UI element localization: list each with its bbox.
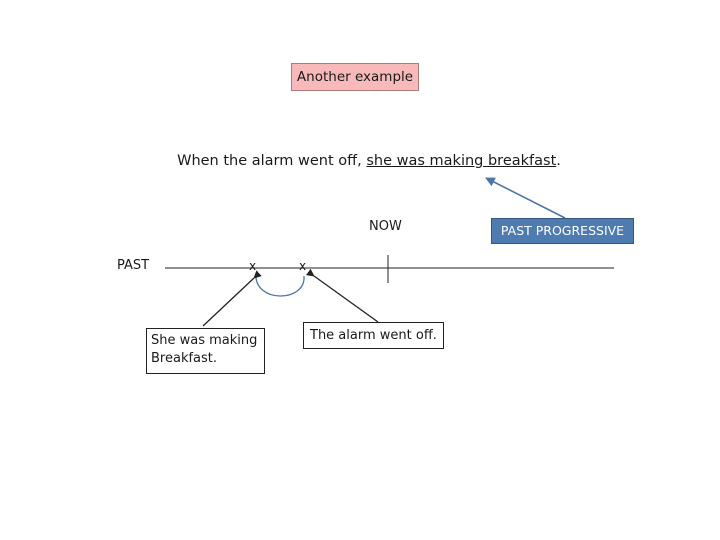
ongoing-action-box: She was making Breakfast. bbox=[146, 328, 265, 374]
interruption-text: The alarm went off. bbox=[310, 328, 437, 343]
sentence-underlined: she was making breakfast bbox=[366, 153, 557, 169]
sentence-before: When the alarm went off, bbox=[177, 153, 367, 169]
tense-arrow bbox=[485, 177, 566, 219]
past-progressive-box: PAST PROGRESSIVE bbox=[491, 218, 634, 244]
interruption-arrow bbox=[306, 268, 379, 323]
ongoing-arrow bbox=[202, 270, 262, 327]
past-label: PAST bbox=[117, 258, 150, 273]
title-text: Another example bbox=[296, 69, 414, 85]
interruption-box: The alarm went off. bbox=[303, 322, 444, 349]
ongoing-line-2: Breakfast. bbox=[151, 351, 218, 366]
event-mark-interruption: x bbox=[299, 259, 307, 273]
sentence-after: . bbox=[556, 153, 561, 169]
now-label: NOW bbox=[369, 219, 402, 234]
event-mark-ongoing: x bbox=[249, 259, 257, 273]
example-sentence: When the alarm went off, she was making … bbox=[0, 153, 720, 169]
ongoing-line-1: She was making bbox=[151, 333, 258, 348]
title-box: Another example bbox=[291, 63, 419, 91]
past-progressive-label: PAST PROGRESSIVE bbox=[500, 223, 625, 238]
ongoing-action-arc bbox=[255, 273, 305, 297]
